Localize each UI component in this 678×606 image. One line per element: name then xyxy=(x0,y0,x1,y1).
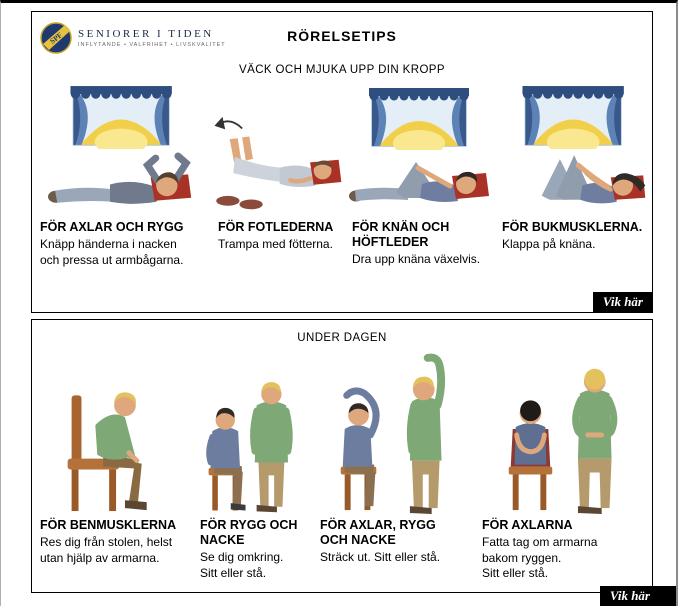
illustration-person-lying-flexing-feet xyxy=(210,84,344,216)
illustration-person-lying-hands-behind-neck xyxy=(32,84,210,216)
exercise-description: Knäpp händerna i nacken och pressa ut ar… xyxy=(40,237,184,267)
exercise-caption-axlarna: FÖR AXLARNA Fatta tag om armarna bakom r… xyxy=(474,518,652,582)
morning-section: SPF SENIORER I TIDEN INFLYTANDE • VALFRI… xyxy=(31,11,653,313)
exercise-title: FÖR AXLAR, RYGG OCH NACKE xyxy=(320,518,436,547)
exercise-description: Se dig omkring. Sitt eller stå. xyxy=(200,550,284,580)
exercise-description: Trampa med fötterna. xyxy=(218,237,333,251)
exercise-title: FÖR RYGG OCH NACKE xyxy=(200,518,298,547)
illustration-two-people-looking-around xyxy=(192,348,312,516)
daytime-captions: FÖR BENMUSKLERNA Res dig från stolen, he… xyxy=(32,518,652,582)
exercise-caption-axlar-rygg: FÖR AXLAR OCH RYGG Knäpp händerna i nack… xyxy=(32,220,210,268)
exercise-description: Klappa på knäna. xyxy=(502,237,596,251)
exercise-caption-axlar-rygg-nacke: FÖR AXLAR, RYGG OCH NACKE Sträck ut. Sit… xyxy=(312,518,474,582)
daytime-illustrations xyxy=(32,348,652,516)
exercise-caption-bukmusklerna: FÖR BUKMUSKLERNA. Klappa på knäna. xyxy=(494,220,652,268)
logo-tagline: INFLYTANDE • VALFRIHET • LIVSKVALITET xyxy=(78,42,226,48)
exercise-caption-fotlederna: FÖR FOTLEDERNA Trampa med fötterna. xyxy=(210,220,344,268)
exercise-description: Sträck ut. Sitt eller stå. xyxy=(320,550,441,564)
exercise-caption-knan-hoftleder: FÖR KNÄN OCH HÖFTLEDER Dra upp knäna väx… xyxy=(344,220,494,268)
fold-here-label-bottom: Vik här xyxy=(599,586,676,606)
exercise-title: FÖR KNÄN OCH HÖFTLEDER xyxy=(352,220,450,249)
exercise-title: FÖR AXLAR OCH RYGG xyxy=(40,220,184,234)
section-heading-daytime: UNDER DAGEN xyxy=(297,332,387,344)
logo-name: SENIORER I TIDEN xyxy=(78,28,214,40)
logo-text: SENIORER I TIDEN INFLYTANDE • VALFRIHET … xyxy=(78,28,226,48)
spf-logo: SPF SENIORER I TIDEN INFLYTANDE • VALFRI… xyxy=(40,22,226,54)
illustration-person-lying-patting-knees xyxy=(494,84,652,216)
exercise-title: FÖR AXLARNA xyxy=(482,518,573,532)
illustration-person-lying-pulling-knee xyxy=(344,84,494,216)
illustration-two-people-arms-behind-back xyxy=(474,348,652,516)
page-title: RÖRELSETIPS xyxy=(287,28,397,44)
exercise-title: FÖR BUKMUSKLERNA. xyxy=(502,220,643,234)
exercise-description: Res dig från stolen, helst utan hjälp av… xyxy=(40,535,173,565)
fold-here-label-top: Vik här xyxy=(592,292,653,312)
exercise-caption-benmusklerna: FÖR BENMUSKLERNA Res dig från stolen, he… xyxy=(32,518,192,582)
morning-illustrations xyxy=(32,84,652,216)
illustration-two-people-stretching-up xyxy=(312,348,474,516)
exercise-title: FÖR BENMUSKLERNA xyxy=(40,518,177,532)
exercise-caption-rygg-nacke: FÖR RYGG OCH NACKE Se dig omkring. Sitt … xyxy=(192,518,312,582)
illustration-person-rising-from-chair xyxy=(32,348,192,516)
spf-emblem-icon: SPF xyxy=(40,22,72,54)
exercise-description: Fatta tag om armarna bakom ryggen. Sitt … xyxy=(482,535,598,581)
morning-captions: FÖR AXLAR OCH RYGG Knäpp händerna i nack… xyxy=(32,220,652,268)
exercise-title: FÖR FOTLEDERNA xyxy=(218,220,334,234)
daytime-section: UNDER DAGEN xyxy=(31,319,653,593)
section-heading-morning: VÄCK OCH MJUKA UPP DIN KROPP xyxy=(239,64,445,76)
exercise-description: Dra upp knäna växelvis. xyxy=(352,252,481,266)
